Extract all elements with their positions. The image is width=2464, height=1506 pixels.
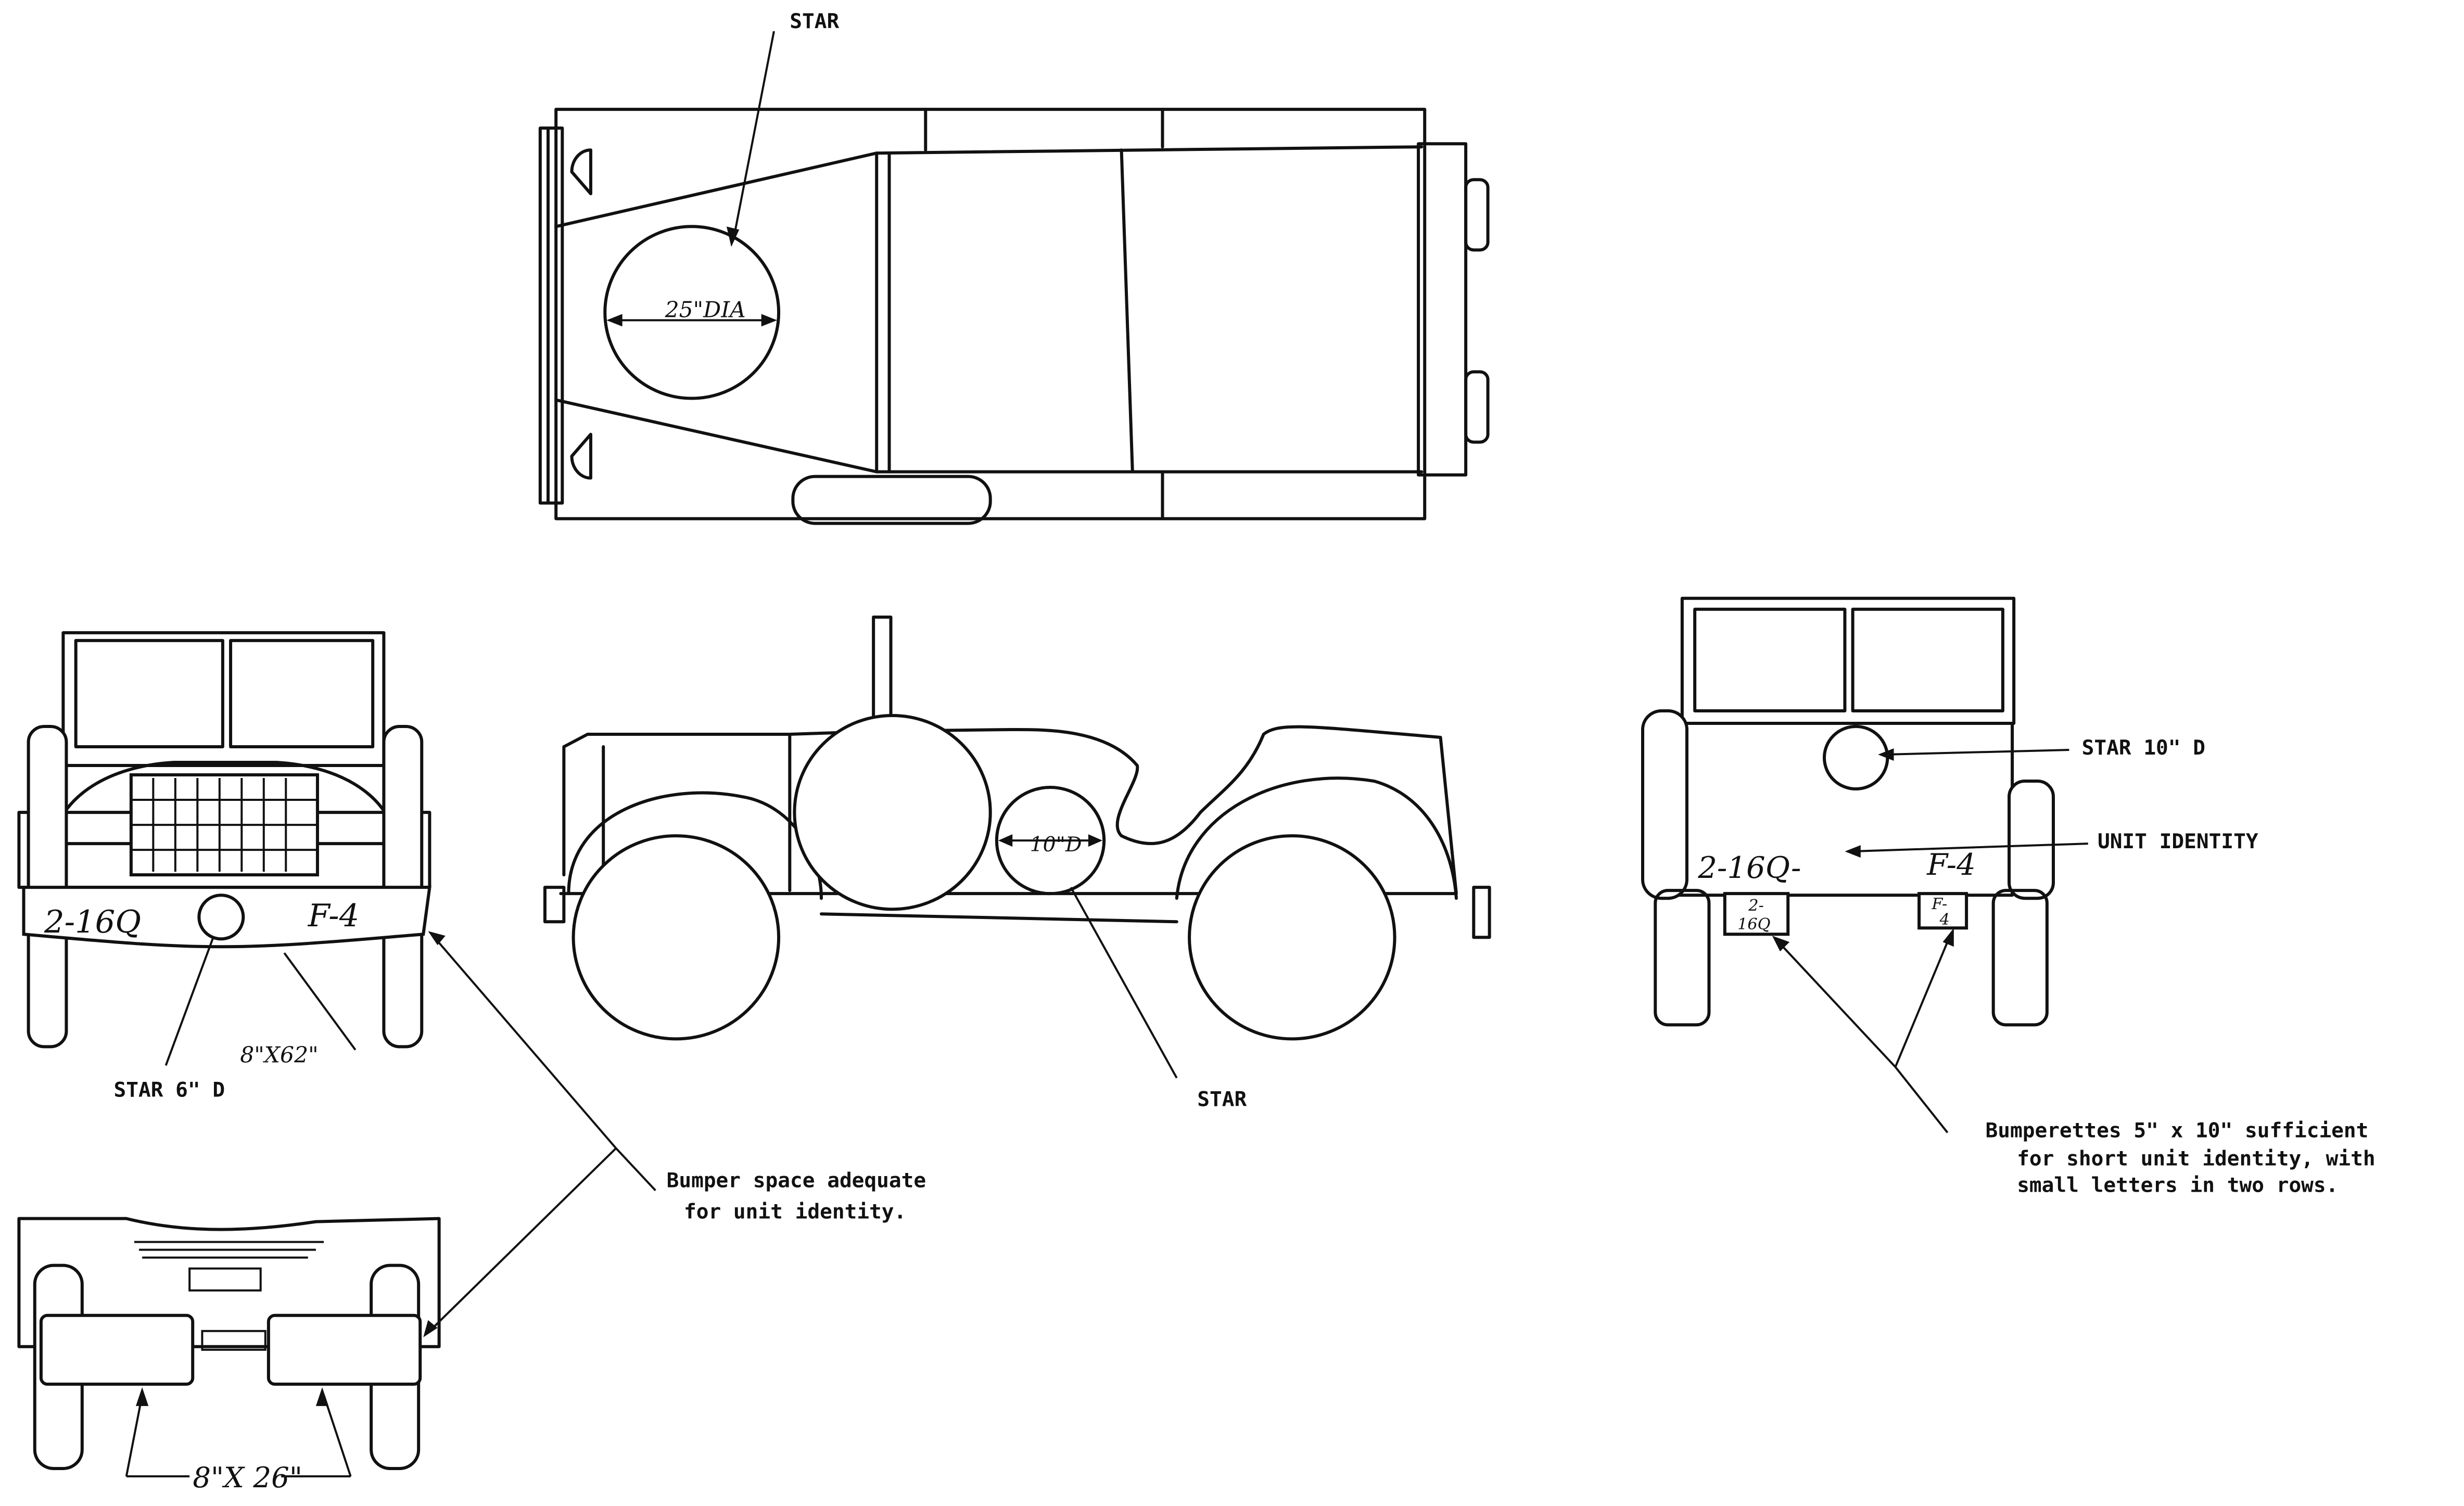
side-rear-wheel [1189, 836, 1395, 1039]
front-hood [50, 762, 398, 844]
side-star-circle [997, 787, 1104, 894]
side-body-outline [561, 727, 1456, 894]
bumper-note-line2: for unit identity. [684, 1201, 906, 1224]
rear-left-wheel [1655, 890, 1709, 1025]
front-id-right: F-4 [308, 898, 360, 935]
top-hood [556, 153, 877, 471]
rear-view: STAR 10" D 2-16Q- F-4 UNIT IDENTITY 2- 1… [1643, 598, 2376, 1197]
side-star-label: STAR [1197, 1088, 1247, 1112]
rear-right-fender [2009, 781, 2053, 898]
side-dim-label: 10"D [1030, 833, 1082, 857]
bottom-left-bumperette [41, 1316, 193, 1384]
top-view: 25"DIA STAR [540, 10, 1488, 523]
top-dim-label: 25"DIA [665, 297, 746, 323]
rear-right-bumperette [1919, 894, 1966, 928]
rear-id-right: F-4 [1926, 847, 1976, 882]
front-view: 2-16Q F-4 STAR 6" D 8"X62" [19, 633, 429, 1102]
side-front-wheel [574, 836, 779, 1039]
rear-star-circle [1824, 726, 1887, 789]
front-bumper [24, 887, 430, 947]
front-id-left: 2-16Q [44, 904, 141, 941]
bumperettes-line2: for short unit identity, with [2017, 1147, 2375, 1171]
top-rear-panel [1418, 144, 1466, 475]
top-spare-tire [793, 477, 990, 524]
rear-bumperette-left-bottom: 16Q [1737, 915, 1770, 934]
side-rear-fender [1177, 778, 1456, 898]
bumper-note-leader [616, 1148, 656, 1191]
front-star-circle [199, 895, 243, 939]
bottom-dim: 8"X 26" [193, 1461, 302, 1494]
side-star-leader [1071, 887, 1176, 1078]
front-star-label: STAR 6" D [113, 1079, 225, 1102]
rear-bumperette-right-bottom: 4 [1939, 911, 1950, 929]
rear-bumperette-right-top: F- [1931, 895, 1947, 913]
rear-left-fender [1643, 711, 1687, 898]
rear-unit-label: UNIT IDENTITY [2098, 830, 2258, 853]
side-spare-tire [794, 716, 990, 909]
top-star-circle [605, 226, 779, 398]
front-windshield-frame [63, 633, 384, 765]
top-headlight-lower [572, 435, 591, 478]
top-star-leader [734, 31, 774, 234]
bottom-right-bumperette [269, 1316, 420, 1384]
top-front-bumper [540, 128, 562, 503]
bumperettes-leader [1896, 1067, 1948, 1132]
bumperettes-line1: Bumperettes 5" x 10" sufficient [1986, 1119, 2369, 1143]
rear-left-bumperette [1725, 894, 1788, 934]
rear-bumperette-left-top: 2- [1748, 897, 1764, 915]
top-star-label: STAR [790, 10, 839, 33]
bottom-view: 8"X 26" [19, 1219, 439, 1494]
side-view: 10"D STAR [545, 617, 1490, 1112]
top-body-outline [556, 109, 1425, 519]
bumperettes-line3: small letters in two rows. [2017, 1174, 2338, 1197]
bottom-body [19, 1219, 439, 1347]
rear-star-label: STAR 10" D [2082, 736, 2205, 760]
rear-id-left: 2-16Q- [1697, 850, 1801, 885]
front-star-leader [166, 937, 213, 1065]
top-headlight-upper [572, 150, 591, 194]
bumper-note-line1: Bumper space adequate [667, 1169, 926, 1193]
front-bumper-dim: 8"X62" [240, 1042, 318, 1068]
rear-right-wheel [1993, 890, 2047, 1025]
rear-window-frame [1682, 598, 2014, 723]
side-antenna [873, 617, 891, 726]
